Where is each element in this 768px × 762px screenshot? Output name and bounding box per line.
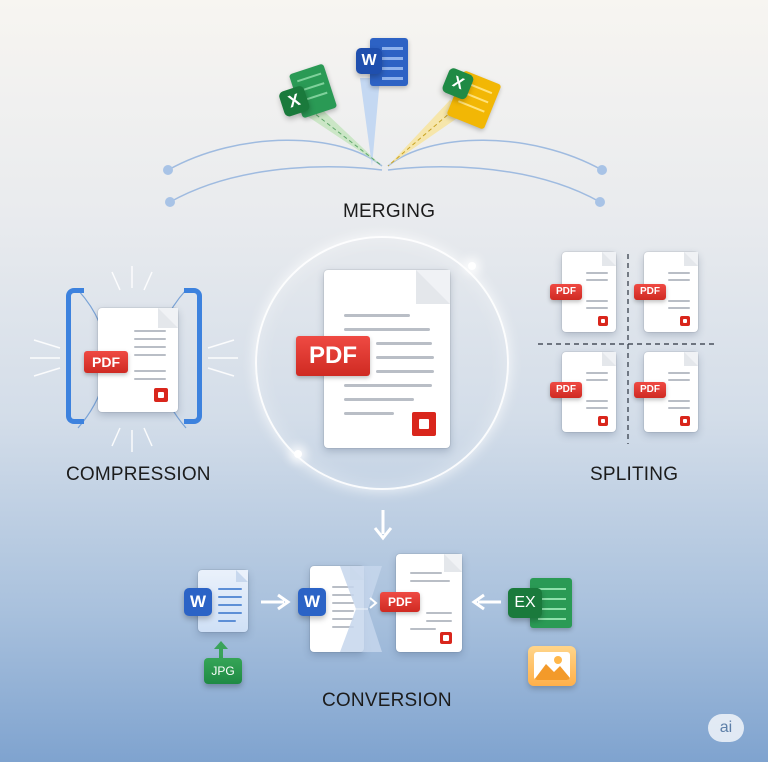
acrobat-icon [440,632,452,644]
down-arrow-icon [373,510,393,541]
compress-bracket-icon [66,288,84,424]
pdf-badge: PDF [550,382,582,398]
compression-label: COMPRESSION [66,464,211,485]
pdf-document-icon [644,352,698,432]
right-arrow-icon [261,593,291,611]
word-icon: W [184,588,212,616]
pdf-badge: PDF [296,336,370,376]
acrobat-icon [598,316,608,326]
acrobat-icon [412,412,436,436]
word-icon: W [298,588,326,616]
up-arrow-icon [214,641,228,659]
left-arrow-icon [471,593,501,611]
image-icon [528,646,576,686]
merging-label: MERGING [343,201,436,222]
chevron-right-icon [369,597,378,609]
split-guides [538,254,718,444]
word-letter: W [356,48,382,74]
pdf-document-icon [324,270,450,448]
merging-connectors [163,78,607,207]
acrobat-icon [154,388,168,402]
acrobat-icon [598,416,608,426]
excel-icon: EX [508,578,574,630]
ring-glow-dot [294,450,302,458]
pdf-badge: PDF [634,284,666,300]
ai-logo-icon: ai [708,714,744,742]
compress-bracket-icon [184,288,202,424]
pdf-badge: PDF [380,592,420,612]
excel-ex-badge: EX [508,588,542,618]
pdf-document-icon [562,252,616,332]
pdf-badge: PDF [634,382,666,398]
ring-glow-dot [468,262,476,270]
word-icon: W [356,38,410,88]
jpg-icon: JPG [204,658,242,684]
pdf-badge: PDF [550,284,582,300]
acrobat-icon [680,416,690,426]
center-ring [255,236,509,490]
pdf-badge: PDF [84,351,128,373]
spliting-label: SPLITING [590,464,679,485]
converter-funnel [340,566,382,652]
acrobat-icon [680,316,690,326]
conversion-label: CONVERSION [322,690,452,711]
